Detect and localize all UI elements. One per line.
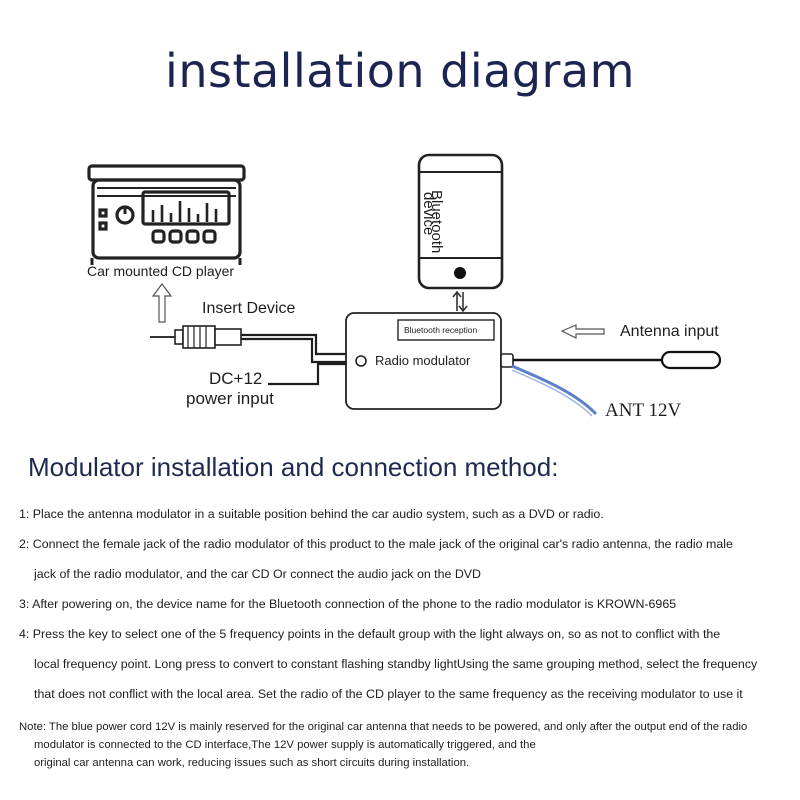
- antenna-input-label: Antenna input: [620, 323, 719, 340]
- dc-power-label-line2: power input: [186, 389, 274, 408]
- antenna-rod-icon: [513, 350, 722, 370]
- left-arrow-icon: [560, 324, 605, 339]
- step-4-cont-1: local frequency point. Long press to con…: [34, 657, 758, 671]
- bluetooth-reception-label: Bluetooth reception: [404, 325, 478, 335]
- bidirectional-arrow-icon: [452, 290, 468, 313]
- page-title: installation diagram: [165, 44, 635, 98]
- step-2: 2: Connect the female jack of the radio …: [19, 537, 733, 551]
- insert-device-label: Insert Device: [202, 300, 296, 317]
- bluetooth-device-label-line2: device: [420, 192, 437, 236]
- step-4-cont-2: that does not conflict with the local ar…: [34, 687, 743, 701]
- step-2-cont: jack of the radio modulator, and the car…: [34, 567, 481, 581]
- radio-modulator-label: Radio modulator: [375, 353, 471, 368]
- radio-modulator-box: [345, 312, 514, 410]
- step-1: 1: Place the antenna modulator in a suit…: [19, 507, 604, 521]
- up-arrow-icon: [151, 283, 173, 323]
- cd-player-icon: [87, 164, 246, 265]
- section-heading: Modulator installation and connection me…: [28, 452, 559, 482]
- wires: [241, 333, 346, 386]
- cd-player-label: Car mounted CD player: [87, 263, 235, 279]
- step-4: 4: Press the key to select one of the 5 …: [19, 627, 721, 641]
- step-3: 3: After powering on, the device name fo…: [19, 597, 677, 611]
- dc-power-label-line1: DC+12: [209, 369, 263, 388]
- note-line-1: Note: The blue power cord 12V is mainly …: [19, 721, 748, 733]
- antenna-plug-icon: [150, 325, 242, 349]
- note-line-2: modulator is connected to the CD interfa…: [34, 739, 536, 751]
- ant-12v-label: ANT 12V: [605, 400, 682, 421]
- installation-diagram: [87, 153, 722, 417]
- note-line-3: original car antenna can work, reducing …: [34, 757, 470, 769]
- blue-12v-wire: [511, 364, 598, 416]
- bluetooth-phone-icon: [417, 153, 504, 290]
